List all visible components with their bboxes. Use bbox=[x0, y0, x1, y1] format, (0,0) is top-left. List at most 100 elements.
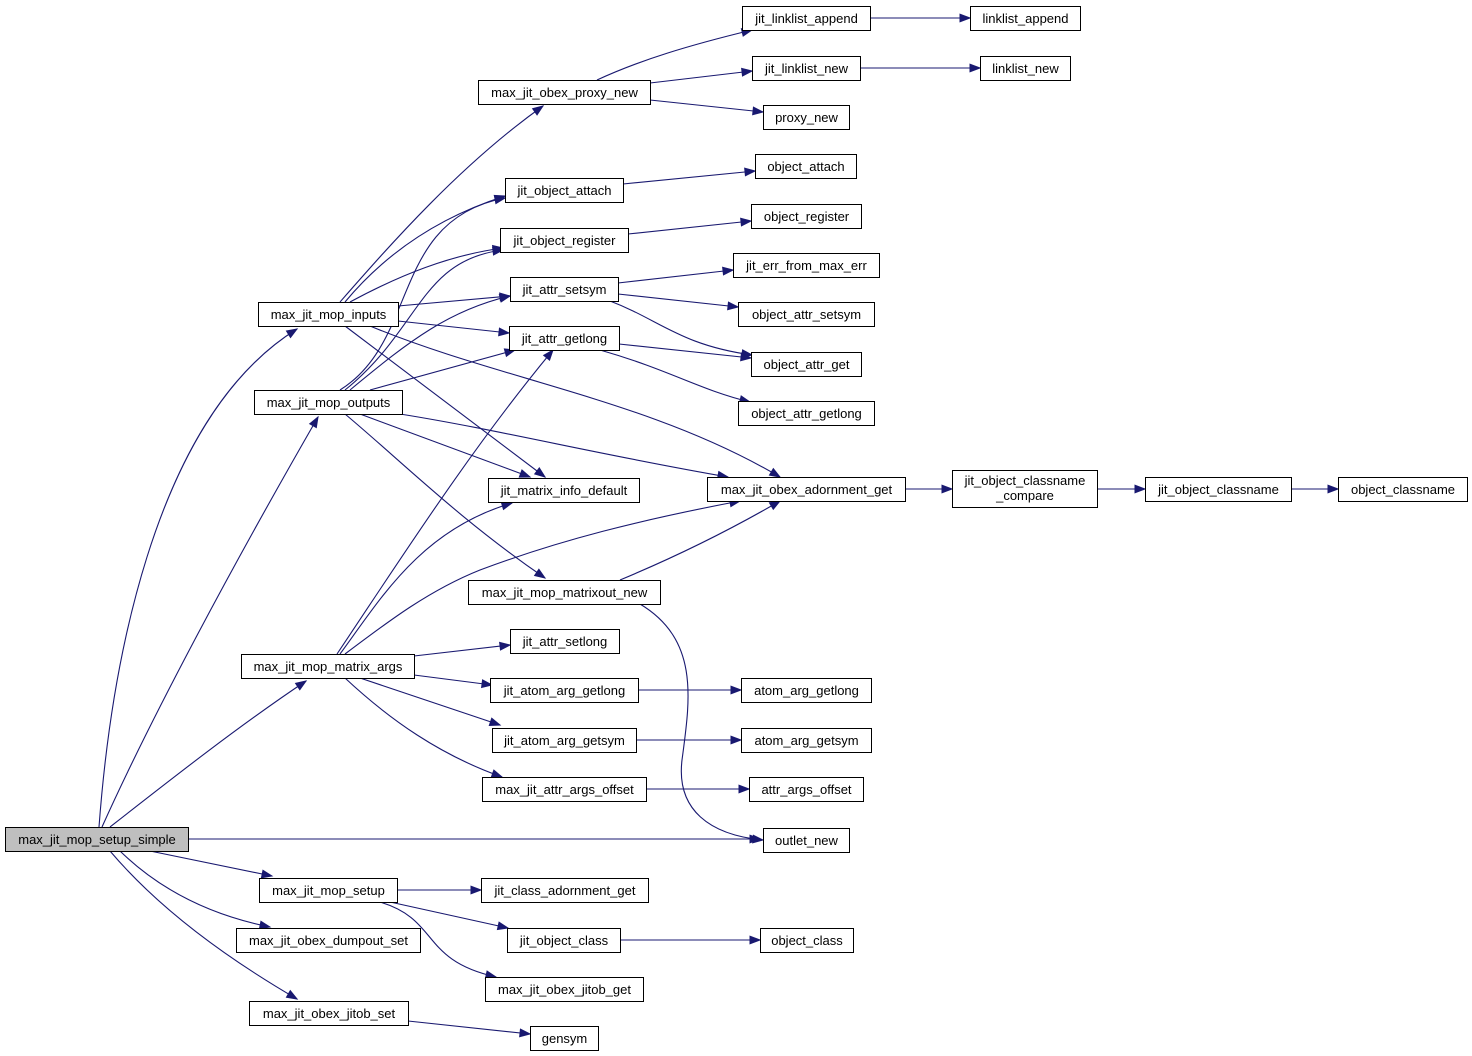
node-box bbox=[707, 477, 906, 502]
node-jit_object_register[interactable]: jit_object_register bbox=[500, 228, 629, 253]
node-jit_object_class[interactable]: jit_object_class bbox=[507, 928, 621, 953]
arrowhead-max_jit_mop_setup-to-jit_object_class bbox=[496, 921, 510, 931]
node-label: jit_atom_arg_getsym bbox=[503, 733, 625, 748]
node-object_classname[interactable]: object_classname bbox=[1338, 477, 1468, 502]
node-max_jit_attr_args_offset[interactable]: max_jit_attr_args_offset bbox=[482, 777, 647, 802]
node-max_jit_obex_adornment_get[interactable]: max_jit_obex_adornment_get bbox=[707, 477, 906, 502]
node-proxy_new[interactable]: proxy_new bbox=[763, 105, 850, 130]
edge-max_jit_mop_matrix_args-to-jit_matrix_info_default bbox=[339, 502, 513, 655]
edge-max_jit_mop_matrix_args-to-jit_atom_arg_getsym bbox=[359, 677, 501, 726]
node-label: jit_attr_setlong bbox=[522, 634, 608, 649]
arrowhead-max_jit_mop_setup-to-jit_class_adornment_get bbox=[470, 885, 483, 895]
arrowhead-max_jit_mop_matrix_args-to-jit_matrix_info_default bbox=[500, 501, 514, 511]
node-atom_arg_getlong[interactable]: atom_arg_getlong bbox=[741, 678, 872, 703]
node-label: max_jit_attr_args_offset bbox=[495, 782, 634, 797]
node-label: jit_object_class bbox=[519, 933, 609, 948]
node-jit_matrix_info_default[interactable]: jit_matrix_info_default bbox=[488, 478, 640, 503]
edge-jit_attr_setsym-to-jit_err_from_max_err bbox=[617, 269, 734, 284]
edge-max_jit_mop_matrix_args-to-jit_attr_getlong bbox=[336, 349, 554, 655]
arrowhead-max_jit_obex_proxy_new-to-proxy_new bbox=[752, 106, 765, 116]
edge-max_jit_mop_matrix_args-to-max_jit_obex_adornment_get bbox=[344, 500, 741, 655]
node-max_jit_mop_inputs[interactable]: max_jit_mop_inputs bbox=[258, 302, 399, 327]
node-label: object_attr_getlong bbox=[751, 406, 862, 421]
arrowhead-jit_object_register-to-object_register bbox=[740, 217, 753, 227]
node-label: attr_args_offset bbox=[761, 782, 851, 797]
node-box bbox=[510, 277, 619, 302]
node-jit_class_adornment_get[interactable]: jit_class_adornment_get bbox=[481, 878, 649, 903]
node-atom_arg_getsym[interactable]: atom_arg_getsym bbox=[741, 728, 872, 753]
edges-layer bbox=[98, 13, 1340, 1038]
node-object_attr_setsym[interactable]: object_attr_setsym bbox=[738, 302, 875, 327]
node-jit_object_classname[interactable]: jit_object_classname bbox=[1145, 477, 1292, 502]
arrowhead-max_jit_mop_matrix_args-to-max_jit_attr_args_offset bbox=[490, 769, 504, 778]
node-outlet_new[interactable]: outlet_new bbox=[763, 828, 850, 853]
node-box bbox=[485, 977, 644, 1002]
node-object_attr_getlong[interactable]: object_attr_getlong bbox=[738, 401, 875, 426]
node-box bbox=[510, 629, 620, 654]
node-max_jit_obex_dumpout_set[interactable]: max_jit_obex_dumpout_set bbox=[236, 928, 421, 953]
node-max_jit_mop_matrix_args[interactable]: max_jit_mop_matrix_args bbox=[241, 654, 415, 679]
node-box bbox=[738, 302, 875, 327]
node-object_attr_get[interactable]: object_attr_get bbox=[751, 352, 862, 377]
edge-max_jit_mop_setup_simple-to-max_jit_mop_matrix_args bbox=[109, 680, 307, 828]
edge-max_jit_obex_proxy_new-to-proxy_new bbox=[649, 99, 764, 113]
node-linklist_append[interactable]: linklist_append bbox=[970, 6, 1081, 31]
node-box bbox=[733, 253, 880, 278]
node-max_jit_mop_outputs[interactable]: max_jit_mop_outputs bbox=[254, 390, 403, 415]
node-max_jit_obex_jitob_set[interactable]: max_jit_obex_jitob_set bbox=[249, 1001, 409, 1026]
node-box bbox=[500, 228, 629, 253]
node-box bbox=[505, 178, 624, 203]
node-linklist_new[interactable]: linklist_new bbox=[980, 56, 1071, 81]
node-jit_atom_arg_getlong[interactable]: jit_atom_arg_getlong bbox=[490, 678, 639, 703]
node-box bbox=[492, 728, 637, 753]
arrowhead-max_jit_mop_outputs-to-max_jit_mop_matrixout_new bbox=[533, 568, 547, 579]
node-jit_attr_setsym[interactable]: jit_attr_setsym bbox=[510, 277, 619, 302]
node-label: max_jit_mop_outputs bbox=[267, 395, 391, 410]
node-max_jit_mop_setup[interactable]: max_jit_mop_setup bbox=[259, 878, 398, 903]
node-label: max_jit_mop_setup_simple bbox=[18, 832, 176, 847]
edge-max_jit_mop_setup-to-max_jit_obex_jitob_get bbox=[379, 901, 497, 978]
node-jit_attr_getlong[interactable]: jit_attr_getlong bbox=[509, 326, 620, 351]
node-object_register[interactable]: object_register bbox=[751, 204, 862, 229]
node-attr_args_offset[interactable]: attr_args_offset bbox=[749, 777, 864, 802]
node-label: jit_object_attach bbox=[517, 183, 612, 198]
node-label: linklist_append bbox=[982, 11, 1068, 26]
node-box bbox=[1338, 477, 1468, 502]
node-box bbox=[738, 401, 875, 426]
node-gensym[interactable]: gensym bbox=[530, 1026, 599, 1051]
node-label: object_class bbox=[771, 933, 843, 948]
node-jit_attr_setlong[interactable]: jit_attr_setlong bbox=[510, 629, 620, 654]
node-max_jit_obex_proxy_new[interactable]: max_jit_obex_proxy_new bbox=[478, 80, 651, 105]
node-label-line1: jit_object_classname bbox=[964, 473, 1086, 488]
node-label: object_classname bbox=[1351, 482, 1455, 497]
edge-max_jit_mop_outputs-to-max_jit_mop_matrixout_new bbox=[344, 413, 546, 579]
node-jit_object_attach[interactable]: jit_object_attach bbox=[505, 178, 624, 203]
arrowhead-max_jit_mop_matrix_args-to-jit_atom_arg_getlong bbox=[481, 679, 494, 689]
node-label: max_jit_mop_matrixout_new bbox=[482, 585, 648, 600]
node-object_class[interactable]: object_class bbox=[760, 928, 854, 953]
node-object_attach[interactable]: object_attach bbox=[755, 154, 857, 179]
node-jit_linklist_append[interactable]: jit_linklist_append bbox=[742, 6, 871, 31]
node-box bbox=[258, 302, 399, 327]
edge-max_jit_mop_inputs-to-jit_attr_getlong bbox=[397, 320, 510, 334]
node-box bbox=[236, 928, 421, 953]
arrowhead-jit_attr_setsym-to-jit_err_from_max_err bbox=[722, 266, 735, 276]
node-max_jit_obex_jitob_get[interactable]: max_jit_obex_jitob_get bbox=[485, 977, 644, 1002]
arrowhead-max_jit_obex_adornment_get-to-jit_object_classname_compare bbox=[941, 484, 954, 494]
node-max_jit_mop_setup_simple[interactable]: max_jit_mop_setup_simple bbox=[5, 827, 189, 852]
edge-max_jit_mop_setup_simple-to-max_jit_obex_dumpout_set bbox=[119, 850, 271, 928]
node-jit_object_classname_compare[interactable]: jit_object_classname_compare bbox=[952, 470, 1098, 508]
edge-jit_object_attach-to-object_attach bbox=[622, 170, 756, 185]
node-jit_atom_arg_getsym[interactable]: jit_atom_arg_getsym bbox=[492, 728, 637, 753]
node-box bbox=[751, 352, 862, 377]
node-box bbox=[478, 80, 651, 105]
node-jit_err_from_max_err[interactable]: jit_err_from_max_err bbox=[733, 253, 880, 278]
node-label-line2: _compare bbox=[995, 488, 1054, 503]
node-label: jit_matrix_info_default bbox=[500, 483, 628, 498]
arrowhead-max_jit_mop_setup_simple-to-max_jit_mop_outputs bbox=[308, 415, 319, 429]
node-label: max_jit_obex_proxy_new bbox=[491, 85, 638, 100]
node-max_jit_mop_matrixout_new[interactable]: max_jit_mop_matrixout_new bbox=[468, 580, 661, 605]
arrowhead-max_jit_mop_inputs-to-jit_matrix_info_default bbox=[533, 467, 547, 478]
node-jit_linklist_new[interactable]: jit_linklist_new bbox=[752, 56, 861, 81]
node-label: max_jit_mop_matrix_args bbox=[254, 659, 403, 674]
